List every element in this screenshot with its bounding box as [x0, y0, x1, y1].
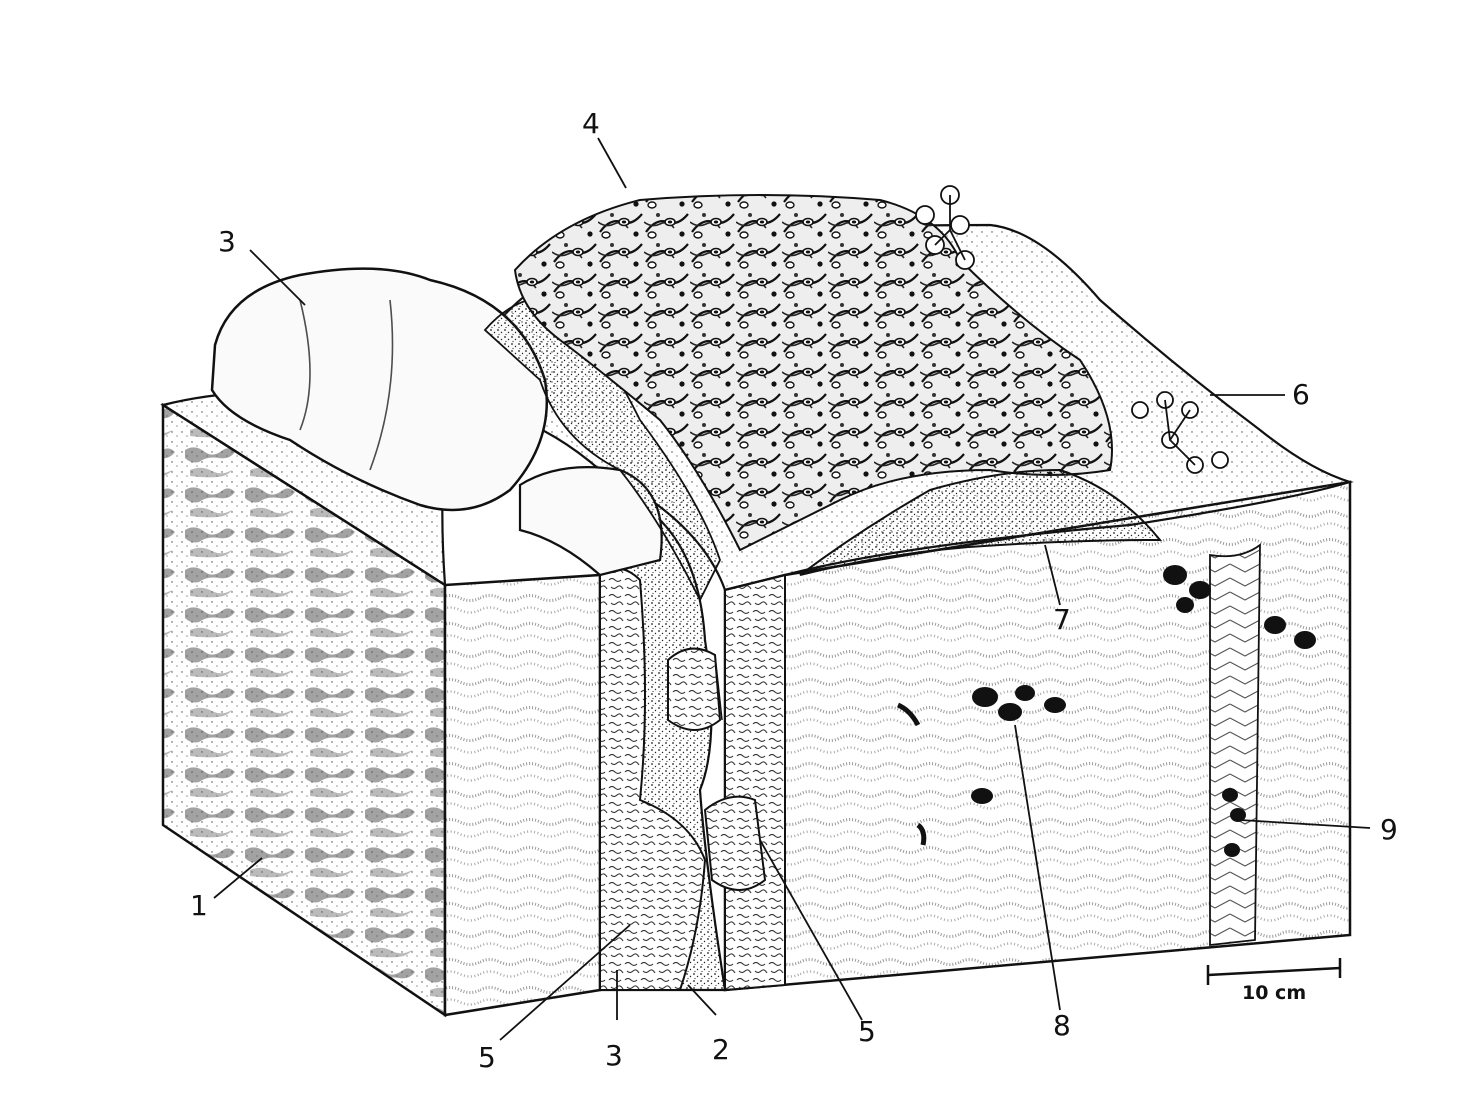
- crevice-wall-layer: [599, 567, 707, 991]
- tube-worm-colony: [513, 194, 1113, 552]
- callout-1: 1: [190, 889, 208, 922]
- leader-5-left: [499, 924, 631, 1041]
- block-front-face-left: [443, 573, 602, 1017]
- callout-7: 7: [1053, 603, 1071, 636]
- callout-3-bottom: 3: [605, 1039, 623, 1072]
- callout-2: 2: [712, 1033, 730, 1066]
- callout-6: 6: [1292, 378, 1310, 411]
- coral-cavity: [799, 468, 1163, 576]
- leader-5-right: [759, 839, 863, 1021]
- boring-bivalves: [896, 565, 1316, 857]
- leader-9: [1239, 819, 1371, 829]
- crust-layer: [724, 573, 786, 992]
- stalked-organism-cluster-right: [1131, 391, 1229, 474]
- leader-7: [1044, 544, 1061, 606]
- leader-lines: [213, 137, 1371, 1041]
- leader-4: [597, 137, 627, 189]
- callout-5-right: 5: [858, 1015, 876, 1048]
- leader-1: [213, 857, 263, 899]
- leader-2: [687, 984, 717, 1016]
- callout-8: 8: [1053, 1009, 1071, 1042]
- encrusting-sponge-mass: [210, 267, 549, 512]
- callout-4: 4: [582, 107, 600, 140]
- stalked-organism-cluster-top: [915, 185, 975, 270]
- mushroom-organism-upper: [667, 647, 723, 731]
- boring-channel: [1209, 543, 1261, 947]
- leader-8: [1014, 724, 1061, 1011]
- callout-9: 9: [1380, 813, 1398, 846]
- mushroom-organism-lower: [703, 795, 767, 891]
- callout-5-left: 5: [478, 1041, 496, 1074]
- callout-3-top: 3: [218, 225, 236, 258]
- leader-3-top: [249, 249, 306, 306]
- scale-bar: [1206, 958, 1342, 985]
- scale-bar-label: 10 cm: [1242, 982, 1307, 1004]
